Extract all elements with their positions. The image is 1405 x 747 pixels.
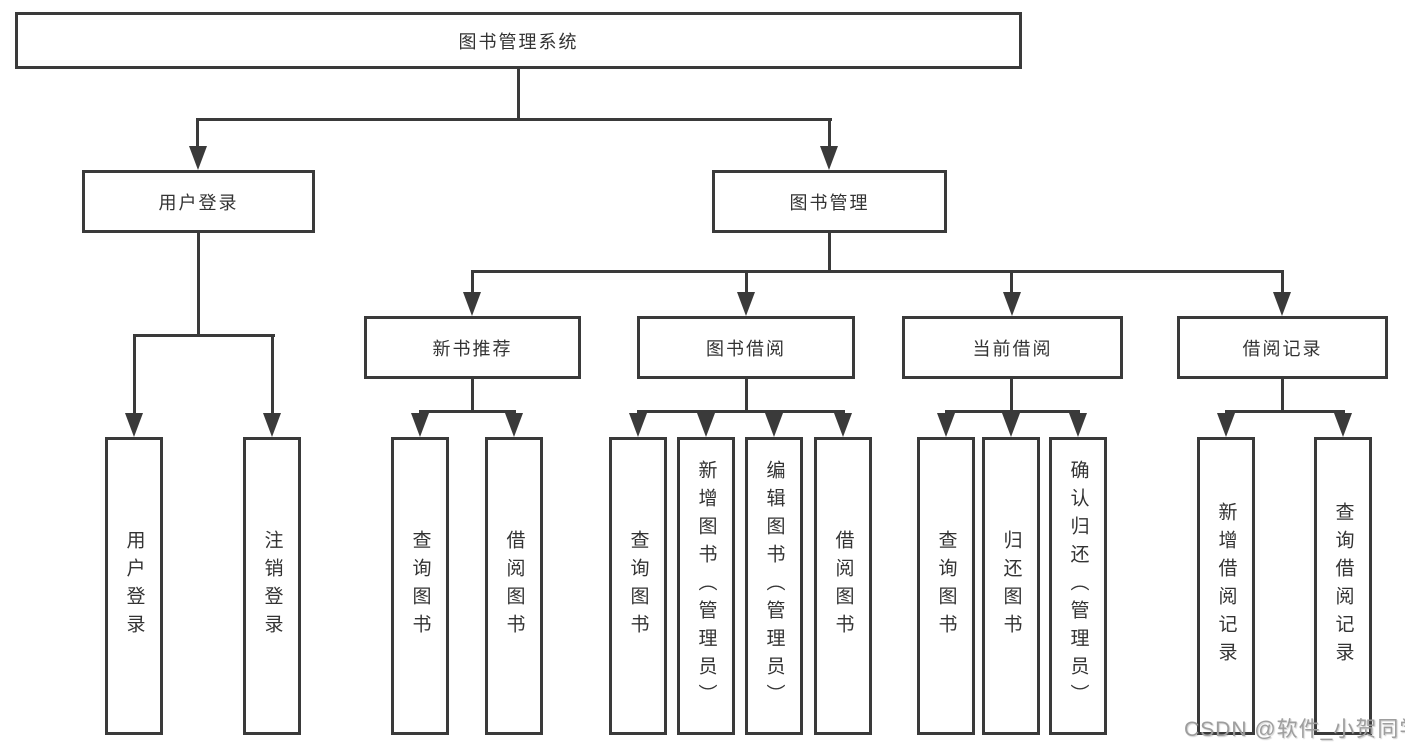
connector-stub-book-management [828, 118, 831, 150]
arrowhead-down-icon [937, 413, 955, 437]
connector-borrowing-bar [637, 410, 845, 413]
connector-user-login-trunk [197, 233, 200, 337]
connector-stub [471, 270, 474, 292]
arrowhead-down-icon [834, 413, 852, 437]
leaf-confirm-return-admin-label: 确认归还（管理员） [1067, 460, 1089, 712]
leaf-add-borrow-record-label: 新增借阅记录 [1215, 502, 1237, 670]
arrowhead-down-icon [189, 146, 207, 170]
arrowhead-down-icon [263, 413, 281, 437]
connector-root-bar [196, 118, 832, 121]
connector-user-login-bar [133, 334, 275, 337]
connector-recommend-bar [419, 410, 516, 413]
leaf-query-borrow-record: 查询借阅记录 [1314, 437, 1372, 735]
leaf-borrow-books-label: 借阅图书 [832, 530, 854, 642]
connector-recommend-trunk [471, 379, 474, 413]
arrowhead-down-icon [505, 413, 523, 437]
node-book-borrowing: 图书借阅 [637, 316, 855, 379]
node-new-book-recommend-label: 新书推荐 [432, 338, 513, 359]
connector-stub-user-login [196, 118, 199, 150]
arrowhead-down-icon [1003, 292, 1021, 316]
leaf-query-books-current-label: 查询图书 [935, 530, 957, 642]
connector-current-bar [945, 410, 1080, 413]
node-library-system-label: 图书管理系统 [458, 31, 579, 52]
node-book-management: 图书管理 [712, 170, 947, 233]
node-current-borrowing-label: 当前借阅 [972, 338, 1053, 359]
leaf-query-books-current: 查询图书 [917, 437, 975, 735]
connector-stub [745, 270, 748, 292]
leaf-return-books: 归还图书 [982, 437, 1040, 735]
arrowhead-down-icon [463, 292, 481, 316]
leaf-confirm-return-admin: 确认归还（管理员） [1049, 437, 1107, 735]
node-user-login: 用户登录 [82, 170, 315, 233]
connector-book-management-trunk [828, 233, 831, 273]
connector-root-trunk [517, 66, 520, 121]
leaf-logout-login: 注销登录 [243, 437, 301, 735]
leaf-add-books-admin-label: 新增图书（管理员） [695, 460, 717, 712]
node-borrowing-records: 借阅记录 [1177, 316, 1388, 379]
leaf-logout-login-label: 注销登录 [261, 530, 283, 642]
leaf-borrow-books-recommend-label: 借阅图书 [503, 530, 525, 642]
connector-stub [1010, 270, 1013, 292]
node-current-borrowing: 当前借阅 [902, 316, 1123, 379]
connector-borrowing-trunk [745, 379, 748, 413]
leaf-user-login: 用户登录 [105, 437, 163, 735]
arrowhead-down-icon [1069, 413, 1087, 437]
connector-records-trunk [1281, 379, 1284, 413]
leaf-user-login-label: 用户登录 [123, 530, 145, 642]
leaf-borrow-books: 借阅图书 [814, 437, 872, 735]
arrowhead-down-icon [1273, 292, 1291, 316]
node-book-borrowing-label: 图书借阅 [706, 338, 786, 359]
leaf-edit-books-admin-label: 编辑图书（管理员） [763, 460, 785, 712]
leaf-edit-books-admin: 编辑图书（管理员） [745, 437, 803, 735]
arrowhead-down-icon [629, 413, 647, 437]
node-book-management-label: 图书管理 [789, 192, 870, 213]
node-borrowing-records-label: 借阅记录 [1242, 338, 1323, 359]
node-new-book-recommend: 新书推荐 [364, 316, 581, 379]
leaf-add-borrow-record: 新增借阅记录 [1197, 437, 1255, 735]
arrowhead-down-icon [1002, 413, 1020, 437]
connector-stub [271, 334, 274, 413]
leaf-borrow-books-recommend: 借阅图书 [485, 437, 543, 735]
leaf-return-books-label: 归还图书 [1000, 530, 1022, 642]
leaf-query-books-borrowing: 查询图书 [609, 437, 667, 735]
arrowhead-down-icon [1334, 413, 1352, 437]
arrowhead-down-icon [820, 146, 838, 170]
connector-current-trunk [1010, 379, 1013, 413]
leaf-query-books-recommend: 查询图书 [391, 437, 449, 735]
leaf-query-books-borrowing-label: 查询图书 [627, 530, 649, 642]
leaf-query-borrow-record-label: 查询借阅记录 [1332, 502, 1354, 670]
leaf-add-books-admin: 新增图书（管理员） [677, 437, 735, 735]
node-user-login-label: 用户登录 [158, 192, 239, 213]
arrowhead-down-icon [125, 413, 143, 437]
arrowhead-down-icon [737, 292, 755, 316]
arrowhead-down-icon [765, 413, 783, 437]
connector-records-bar [1225, 410, 1345, 413]
connector-stub [1281, 270, 1284, 292]
arrowhead-down-icon [697, 413, 715, 437]
connector-book-management-bar [471, 270, 1284, 273]
node-library-system: 图书管理系统 [15, 12, 1022, 69]
arrowhead-down-icon [1217, 413, 1235, 437]
leaf-query-books-recommend-label: 查询图书 [409, 530, 431, 642]
arrowhead-down-icon [411, 413, 429, 437]
watermark-csdn: CSDN @软件_小贺同学 [1184, 718, 1405, 741]
connector-stub [133, 334, 136, 413]
